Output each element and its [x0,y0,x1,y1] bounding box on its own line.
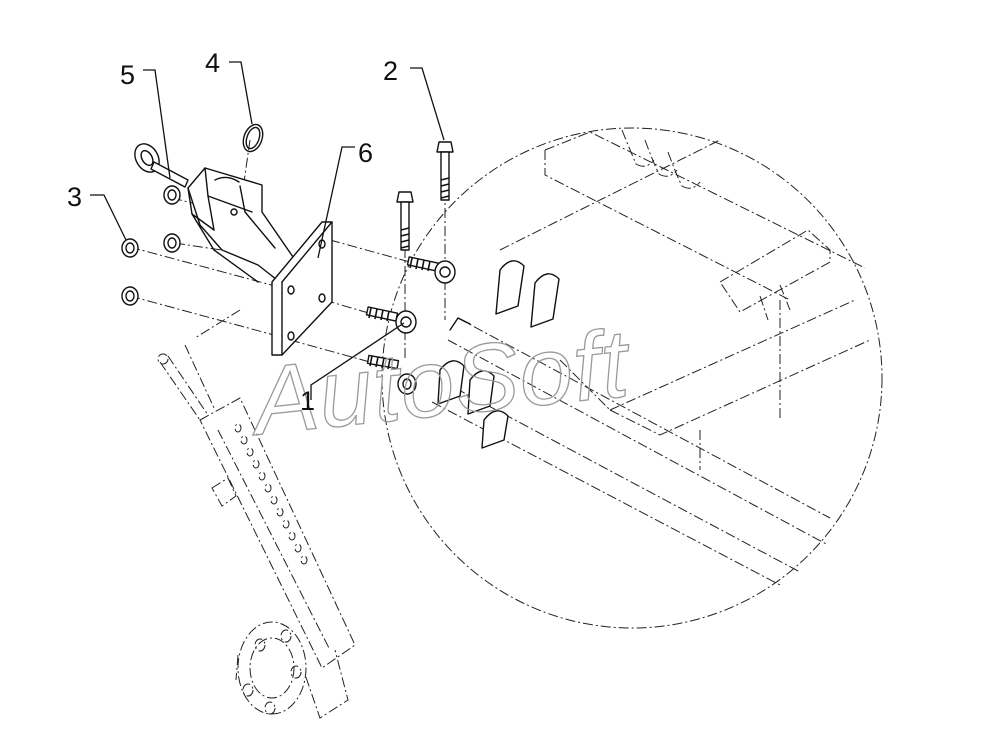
callout-3: 3 [67,182,82,212]
callout-2: 2 [383,56,398,86]
part-2-bolts [396,141,454,251]
nut [121,238,139,258]
nut [163,185,181,205]
frame-detail-circle [381,127,883,629]
eye-bolt [366,354,417,395]
part-3-nuts [121,185,181,306]
frame-lugs [437,260,560,449]
part-5-pin [134,143,189,188]
callout-5: 5 [120,60,135,90]
wheel-hub [235,621,307,715]
part-1-eye-bolts [365,256,456,395]
eye-bolt [365,306,417,334]
callout-6: 6 [358,138,373,168]
nut [121,286,139,306]
callout-4: 4 [205,48,220,78]
nut [163,233,181,253]
bolt [396,191,414,251]
adjustment-holes [234,423,308,565]
drawbar-arm [157,353,356,719]
bolt [436,141,454,201]
callout-1: 1 [300,386,315,416]
part-4-ring [242,123,264,153]
leader-lines [90,61,445,400]
eye-bolt [406,256,456,284]
part-6-bracket [187,167,333,356]
